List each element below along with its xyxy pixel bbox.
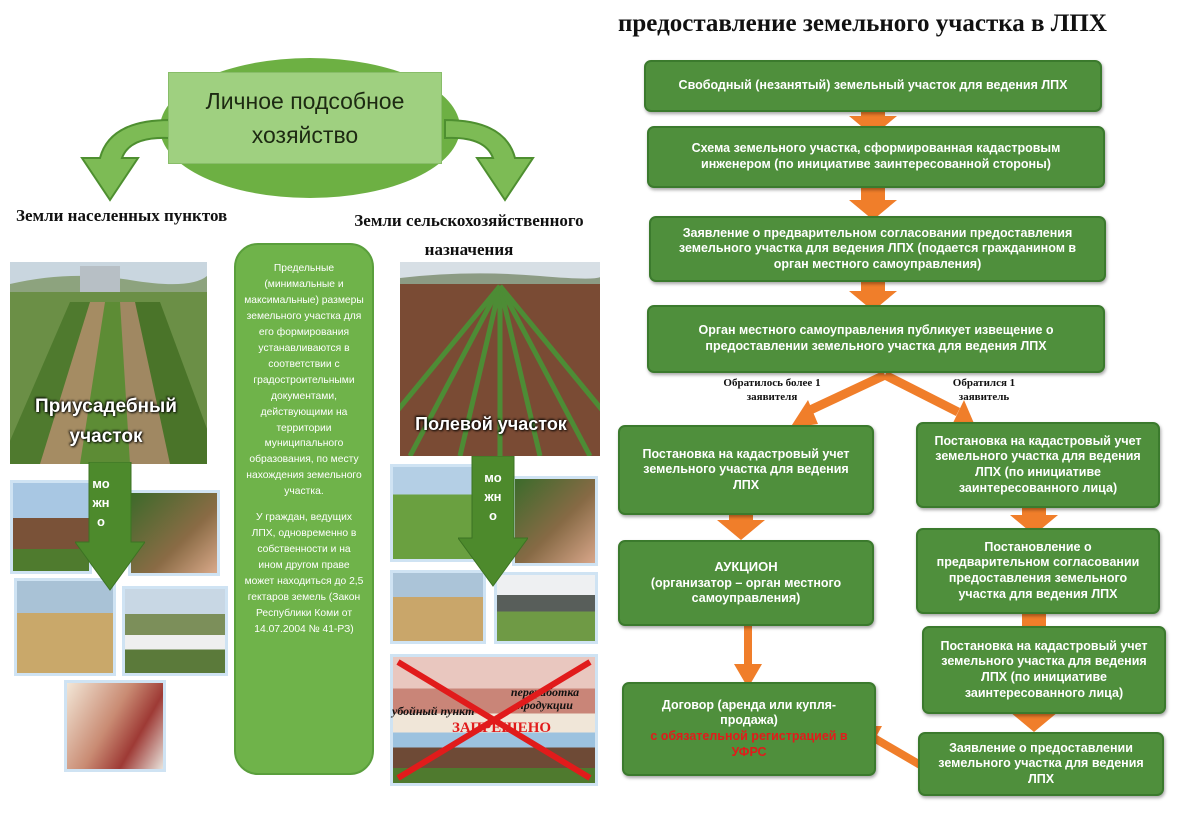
step-publication-notice: Орган местного самоуправления публикует …	[647, 305, 1105, 373]
right-cadastral-registration-text: Постановка на кадастровый учет земельног…	[934, 433, 1142, 495]
left-arrow-word: можно	[92, 476, 110, 529]
right-cadastral-registration: Постановка на кадастровый учет земельног…	[916, 422, 1160, 508]
household-plot-caption: Приусадебный участок	[35, 396, 177, 447]
step-free-plot: Свободный (незанятый) земельный участок …	[644, 60, 1102, 112]
left-cadastral-registration: Постановка на кадастровый учет земельног…	[618, 425, 874, 515]
auction-box: АУКЦИОН (организатор – орган местного са…	[618, 540, 874, 626]
left-cadastral-registration-text: Постановка на кадастровый учет земельног…	[642, 446, 850, 492]
cow-pasture-photo	[390, 464, 476, 562]
branch-right-heading: Земли сельскохозяйственного назначения	[354, 211, 584, 259]
field-plot-caption: Полевой участок	[415, 414, 567, 434]
seedlings-photo	[128, 490, 220, 576]
arc-label: Личное подсобное хозяйство	[205, 87, 405, 149]
step-plot-scheme-text: Схема земельного участка, сформированная…	[691, 141, 1061, 171]
preliminary-approval-decision-text: Постановление о предварительном согласов…	[936, 539, 1140, 601]
branch-one-applicant: Обратился 1 заявитель	[952, 377, 1016, 403]
farm-products-photo	[64, 680, 166, 772]
forbidden-cross	[396, 659, 592, 781]
page-title: предоставление земельного участка в ЛПХ	[618, 10, 1107, 37]
contract-box: Договор (аренда или купля-продажа) с обя…	[622, 682, 876, 776]
step-plot-scheme: Схема земельного участка, сформированная…	[647, 126, 1105, 188]
contract-text: Договор (аренда или купля-продажа)	[661, 697, 837, 728]
step-publication-notice-text: Орган местного самоуправления публикует …	[698, 323, 1054, 353]
cows-photo	[122, 586, 228, 676]
auction-organizer: (организатор – орган местного самоуправл…	[650, 575, 842, 606]
house-photo	[10, 480, 92, 574]
field-plot-photo	[400, 262, 600, 456]
branch-left-heading: Земли населенных пунктов	[16, 206, 228, 225]
provision-application: Заявление о предоставлении земельного уч…	[918, 732, 1164, 796]
contract-registration-note: с обязательной регистрацией в УФРС	[650, 729, 848, 759]
hay-field-photo	[390, 570, 486, 644]
hay-bales-photo	[14, 578, 116, 676]
size-limits-text: Предельные (минимальные и максимальные) …	[244, 263, 364, 498]
size-limits-note: Предельные (минимальные и максимальные) …	[234, 243, 374, 775]
provision-application-text: Заявление о предоставлении земельного уч…	[938, 740, 1144, 786]
right-down-arrow	[458, 456, 528, 587]
auction-title: АУКЦИОН	[714, 559, 778, 575]
right-arrow-word: можно	[484, 470, 502, 523]
household-plot-photo	[10, 262, 207, 464]
step-preliminary-application: Заявление о предварительном согласовании…	[649, 216, 1106, 282]
step-preliminary-application-text: Заявление о предварительном согласовании…	[678, 225, 1077, 271]
right-cadastral-registration-2: Постановка на кадастровый учет земельног…	[922, 626, 1166, 714]
area-limit-text: У граждан, ведущих ЛПХ, одновременно в с…	[244, 512, 364, 635]
cattle-barn-photo	[494, 572, 598, 644]
left-down-arrow	[75, 462, 145, 591]
arc-label-box: Личное подсобное хозяйство	[168, 72, 442, 164]
step-free-plot-text: Свободный (незанятый) земельный участок …	[678, 78, 1068, 93]
slaughter-point-label: убойный пункт	[392, 704, 475, 718]
preliminary-approval-decision: Постановление о предварительном согласов…	[916, 528, 1160, 614]
right-cadastral-registration-2-text: Постановка на кадастровый учет земельног…	[940, 638, 1148, 700]
branch-many-applicants: Обратилось более 1 заявителя	[723, 377, 821, 403]
